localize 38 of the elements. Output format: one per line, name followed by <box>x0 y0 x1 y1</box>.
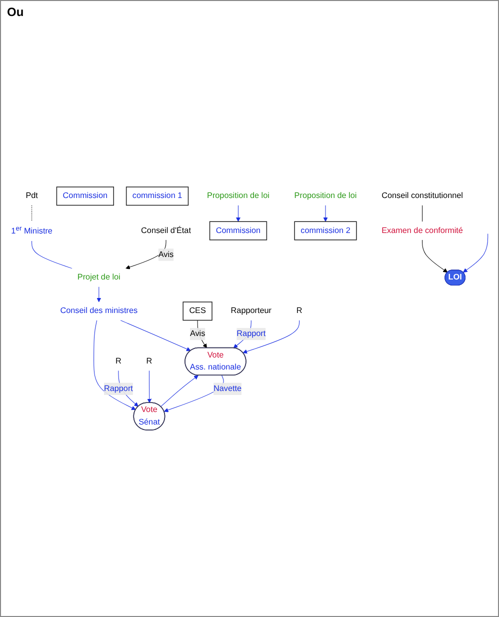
arrow <box>147 370 152 404</box>
arrow <box>422 240 448 273</box>
node-text: Conseil constitutionnel <box>382 192 463 200</box>
node-text: Proposition de loi <box>294 192 357 200</box>
node-text: Rapporteur <box>230 306 272 316</box>
arrow <box>96 286 102 302</box>
arrow <box>120 320 191 352</box>
arrow <box>462 234 488 273</box>
arrow <box>242 320 300 354</box>
arrow <box>126 240 166 270</box>
node-text: Conseil des ministres <box>60 306 138 316</box>
arrow <box>197 320 207 348</box>
node-text: 1$^{er}$ Ministre <box>11 224 52 236</box>
node-text: Examen de conformité <box>382 226 463 235</box>
edge-label: Rapport <box>236 329 266 338</box>
node-box: commission 1 <box>126 186 189 206</box>
note-text: Ou <box>7 5 24 19</box>
edge-label: Avis <box>190 329 206 338</box>
edge-label: Navette <box>214 384 242 393</box>
arrow <box>94 320 136 410</box>
node-text: Projet de loi <box>77 273 120 282</box>
node-box: commission 2 <box>294 221 357 240</box>
node-text: Conseil d'État <box>141 226 191 235</box>
connector <box>32 240 72 269</box>
arrow <box>160 375 198 407</box>
node-text: R <box>146 356 152 366</box>
node-text: Proposition de loi <box>207 192 270 200</box>
connector <box>422 205 423 222</box>
node-text: R <box>116 356 122 366</box>
arrow <box>236 205 240 222</box>
edge-label: Rapport <box>104 384 133 393</box>
edge-label: Avis <box>158 250 174 259</box>
node-box: Commission <box>209 221 268 240</box>
node-text: Pdt <box>26 192 38 200</box>
node-box: CES <box>182 302 212 321</box>
node-box: Commission <box>56 186 114 206</box>
node-text: R <box>296 306 302 316</box>
arrow <box>323 205 328 222</box>
